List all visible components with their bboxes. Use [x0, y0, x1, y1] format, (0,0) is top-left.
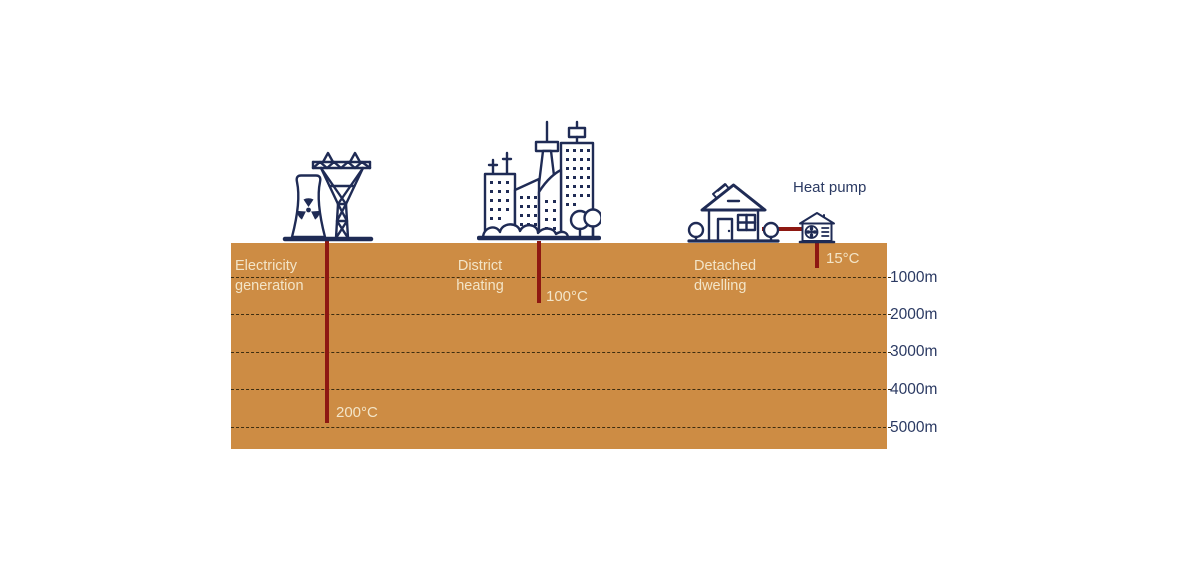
depth-line-4000m — [231, 389, 891, 390]
borehole-electricity — [325, 240, 329, 423]
ground-cross-section — [231, 243, 887, 449]
house-icon — [687, 183, 780, 243]
borehole-heat-pump — [815, 243, 819, 268]
site-label-district: District heating — [440, 257, 520, 296]
depth-line-2000m — [231, 314, 891, 315]
heat-pump-label: Heat pump — [793, 179, 867, 196]
site-label-dwelling-line2: dwelling — [694, 277, 747, 294]
depth-label-4000m: 4000m — [890, 381, 938, 398]
depth-label-2000m: 2000m — [890, 306, 938, 323]
site-label-district-line1: District — [457, 258, 503, 274]
depth-line-5000m — [231, 427, 891, 428]
site-label-electricity-line1: Electricity — [235, 258, 298, 274]
site-label-electricity-line2: generation — [235, 277, 304, 294]
site-label-dwelling-line1: Detached — [694, 258, 757, 274]
temperature-label-electricity: 200°C — [336, 404, 378, 421]
temperature-label-heat-pump: 15°C — [826, 250, 860, 267]
borehole-district — [537, 241, 541, 303]
depth-line-1000m — [231, 277, 891, 278]
site-label-electricity: Electricity generation — [235, 257, 304, 296]
depth-label-3000m: 3000m — [890, 343, 938, 360]
site-label-dwelling: Detached dwelling — [694, 257, 756, 296]
depth-label-5000m: 5000m — [890, 419, 938, 436]
site-label-district-line2: heating — [456, 277, 504, 294]
depth-line-3000m — [231, 352, 891, 353]
city-skyline-icon — [477, 120, 601, 241]
heat-pump-connector-pipe — [762, 227, 802, 231]
temperature-label-district: 100°C — [546, 288, 588, 305]
heat-pump-unit-icon — [798, 212, 836, 244]
power-plant-icon — [282, 151, 374, 242]
depth-label-1000m: 1000m — [890, 269, 938, 286]
